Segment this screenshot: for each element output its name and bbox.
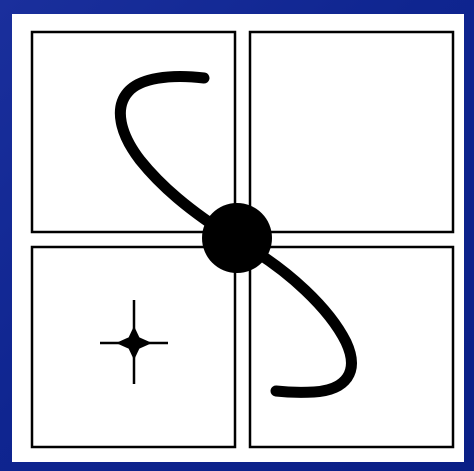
cell-top-right — [250, 32, 453, 232]
star-marker — [100, 300, 168, 384]
cell-top-left — [32, 32, 235, 232]
center-dot — [202, 203, 272, 273]
